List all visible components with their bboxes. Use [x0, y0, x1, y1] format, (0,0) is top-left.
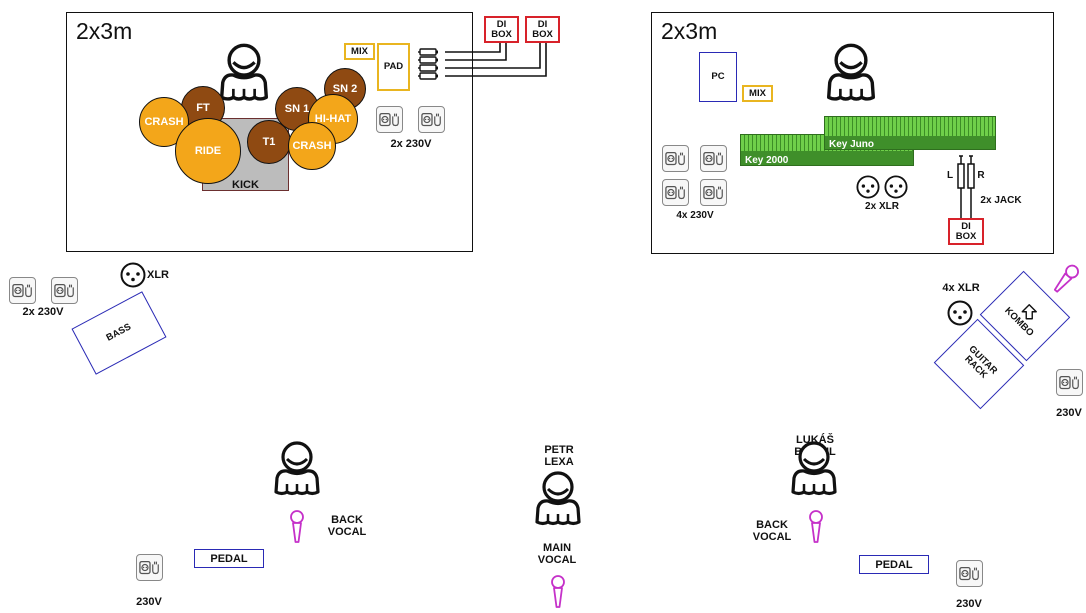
guitar-xlr-icon: [947, 300, 973, 326]
key-2000-label: Key 2000: [745, 155, 789, 166]
hihat-cymbal: HI-HAT: [308, 94, 358, 144]
drum-power-label: 2x 230V: [390, 138, 432, 150]
drum-power-outlet-2: [418, 106, 445, 133]
key-2000-bottom: [741, 151, 913, 165]
keys-xlr-1-icon: [856, 175, 880, 199]
back-vocal-right-person-icon: [781, 440, 847, 500]
guitar-mic-icon: [1048, 262, 1082, 299]
petr-lexa-name: PETR LEXA: [544, 444, 574, 468]
front-left-power-label: 230V: [136, 596, 162, 608]
keys-mix-box: MIX: [742, 85, 773, 102]
keys-power-label: 4x 230V: [676, 210, 714, 221]
jack-l-label: L: [946, 170, 954, 181]
drum-di-box-2-line2: BOX: [532, 28, 553, 40]
keys-riser-title: 2x3m: [661, 18, 718, 44]
jack-r-label: R: [977, 170, 985, 181]
drum-riser-title: 2x3m: [76, 18, 133, 44]
front-left-power-outlet: [136, 554, 163, 581]
back-vocal-right-label: BACK VOCAL: [752, 519, 792, 543]
pc-box: PC: [699, 52, 737, 102]
bass-amp-label: BASS: [104, 321, 134, 344]
ride-cymbal: RIDE: [175, 118, 241, 184]
kick-label: KICK: [232, 179, 259, 191]
bass-power-outlet-2: [51, 277, 78, 304]
keys-di-box-line1: DI: [961, 220, 971, 232]
back-vocal-left-mic-icon: [290, 510, 304, 546]
back-vocal-left-person-icon: [264, 440, 330, 500]
keys-xlr-label: 2x XLR: [865, 201, 899, 212]
keys-power-outlet-3: [662, 179, 689, 206]
drum-di-box-1-line2: BOX: [491, 28, 512, 40]
keyboardist-icon: [817, 42, 885, 106]
bass-power-outlet-1: [9, 277, 36, 304]
keys-jack-cables: [957, 155, 975, 218]
bass-xlr-icon: [120, 262, 146, 288]
crash-right-cymbal: CRASH: [288, 122, 336, 170]
drum-di-box-2-line1: DI: [537, 18, 548, 30]
pedal-left: PEDAL: [194, 549, 264, 568]
keys-di-box-line2: BOX: [955, 230, 977, 242]
keys-power-outlet-1: [662, 145, 689, 172]
keyboard-key-2000: [740, 134, 914, 166]
main-vocal-person-icon: [525, 470, 591, 530]
drum-mix-box: MIX: [344, 43, 375, 60]
key-juno-label: Key Juno: [829, 139, 875, 150]
back-vocal-left-label: BACK VOCAL: [327, 514, 367, 538]
guitar-xlr-label: 4x XLR: [942, 282, 980, 294]
guitar-rack-label: GUITAR RACK: [962, 343, 1000, 381]
bass-amp: BASS: [71, 291, 167, 375]
main-vocal-label: MAIN VOCAL: [537, 542, 577, 566]
drum-power-outlet-1: [376, 106, 403, 133]
bass-xlr-label: XLR: [147, 269, 169, 281]
bass-power-label: 2x 230V: [22, 306, 64, 318]
guitar-power-label: 230V: [1056, 407, 1082, 419]
pad-box: PAD: [377, 43, 410, 91]
front-right-power-outlet: [956, 560, 983, 587]
keys-xlr-2-icon: [884, 175, 908, 199]
tom-1: T1: [247, 120, 291, 164]
keys-power-outlet-2: [700, 145, 727, 172]
keys-jack-label: 2x JACK: [980, 195, 1022, 206]
guitar-power-outlet: [1056, 369, 1083, 396]
back-vocal-right-mic-icon: [809, 510, 823, 546]
front-right-power-label: 230V: [956, 598, 982, 610]
pedal-right: PEDAL: [859, 555, 929, 574]
drum-di-box-1-line1: DI: [496, 18, 507, 30]
keys-power-outlet-4: [700, 179, 727, 206]
keyboard-key-juno: [824, 116, 996, 150]
kombo-arrow-icon: [1021, 304, 1037, 320]
key-juno-bottom: [825, 136, 995, 149]
guitar-kombo-amp: KOMBO: [979, 270, 1071, 362]
main-vocal-mic-icon: [551, 575, 565, 611]
